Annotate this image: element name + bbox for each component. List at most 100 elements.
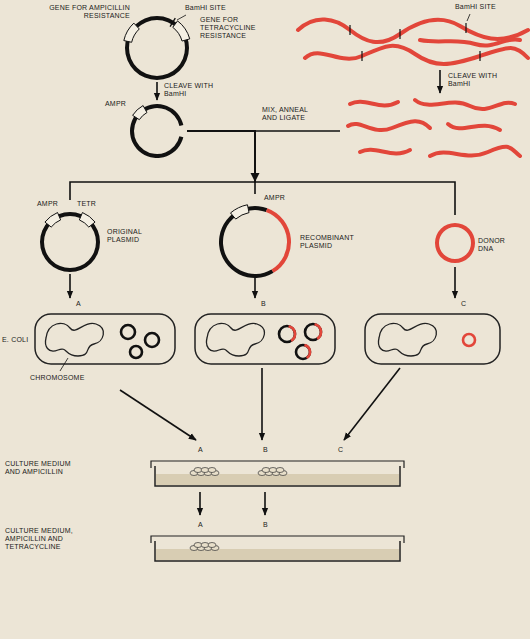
cleaved-plasmid: AMPR	[105, 100, 187, 162]
shape-outline	[195, 298, 335, 368]
dna-ring	[314, 323, 322, 340]
donor-dna-strand	[298, 19, 528, 42]
chromosome	[207, 323, 265, 356]
recombinant-plasmid: AMPRRECOMBINANT PLASMID	[202, 194, 367, 278]
dna-ring	[295, 344, 312, 361]
process-arrow	[187, 131, 455, 215]
process-arrow	[156, 82, 158, 100]
step-label: CLEAVE WITH BamHI	[448, 72, 518, 88]
plasmid-label: ORIGINAL PLASMID	[107, 228, 169, 244]
shape-outline	[105, 100, 187, 162]
bacterial-colony	[276, 468, 284, 473]
process-arrow	[264, 492, 266, 515]
donor-dna-circle: DONOR DNA	[430, 215, 525, 267]
bacterial-cell: B	[195, 298, 335, 368]
shape-outline	[5, 515, 405, 567]
dna-ring	[288, 325, 296, 342]
process-arrow	[187, 131, 255, 194]
chromosome	[379, 323, 437, 356]
petri-dish	[155, 466, 400, 486]
gene-label: GENE FOR TETRACYCLINE RESISTANCE	[200, 16, 275, 40]
colony-letter: A	[198, 446, 203, 454]
bacterial-cell: ACHROMOSOME	[30, 298, 180, 390]
culture-plate: CULTURE MEDIUM, AMPICILLIN AND TETRACYCL…	[5, 515, 405, 567]
bacterial-colony	[208, 468, 216, 473]
cell-wall	[35, 314, 175, 364]
process-arrow	[69, 274, 71, 298]
shape-outline	[40, 4, 275, 82]
part-label: CHROMOSOME	[30, 374, 85, 382]
step-label: CLEAVE WITH BamHI	[164, 82, 224, 98]
donor-dna-strand	[305, 46, 528, 64]
dna-ring	[129, 345, 144, 360]
dna-fragment	[415, 100, 515, 109]
donor-dna-strand	[420, 39, 520, 45]
dna-fragment	[430, 147, 520, 156]
cell-wall	[195, 314, 335, 364]
plasmid: AMPR TETR ORIGINAL PLASMID	[25, 200, 175, 274]
bamhi-site-tick	[465, 23, 466, 33]
process-arrow	[254, 278, 256, 298]
chromosome	[46, 323, 104, 356]
cell-letter: B	[261, 300, 266, 308]
bamhi-site-tick	[349, 25, 350, 35]
dna-ring	[462, 333, 477, 348]
leader-line	[467, 14, 470, 21]
dna-ring	[266, 208, 291, 273]
gene-segment	[173, 21, 190, 41]
dna-ring	[120, 324, 137, 341]
gene-label: GENE FOR AMPICILLIN RESISTANCE	[40, 4, 130, 20]
merge-line	[255, 130, 340, 132]
organism-label: E. COLI	[2, 336, 28, 344]
site-label: BamHI SITE	[185, 4, 226, 12]
step-label: MIX, ANNEAL AND LIGATE	[262, 106, 320, 122]
shape-outline	[365, 298, 500, 368]
colony-letter: B	[263, 521, 268, 529]
gene-segment	[79, 213, 95, 228]
process-arrow	[199, 492, 201, 515]
petri-dish-lid	[151, 461, 404, 468]
culture-plate: CULTURE MEDIUM AND AMPICILLIN A B C	[5, 440, 405, 492]
process-arrow	[120, 390, 196, 440]
gene-segment	[231, 205, 250, 219]
dna-ring	[304, 344, 311, 359]
dna-fragment	[448, 124, 500, 130]
dna-ring	[40, 212, 100, 272]
dna-ring	[144, 332, 161, 349]
leader-line	[177, 15, 186, 20]
dna-ring	[435, 223, 475, 263]
plate-label: CULTURE MEDIUM AND AMPICILLIN	[5, 460, 87, 476]
shape-outline	[430, 215, 525, 267]
process-arrow	[344, 368, 400, 440]
plate-label: CULTURE MEDIUM, AMPICILLIN AND TETRACYCL…	[5, 527, 105, 551]
dna-fragment	[360, 150, 410, 154]
shape-outline	[25, 200, 175, 274]
colony-letter: B	[263, 446, 268, 454]
petri-dish	[155, 541, 400, 561]
site-label: BamHI SITE	[455, 3, 496, 11]
bamhi-site-tick	[361, 51, 362, 61]
process-arrow	[70, 131, 255, 200]
bamhi-site-tick	[170, 18, 175, 27]
colony-letter: A	[198, 521, 203, 529]
plasmid: GENE FOR AMPICILLIN RESISTANCE BamHI SITE…	[40, 4, 277, 82]
dna-fragment	[348, 121, 430, 130]
bamhi-site-tick	[399, 29, 400, 39]
gene-segment	[124, 23, 139, 42]
marker-label: AMPR	[105, 100, 126, 108]
leader-line	[60, 358, 68, 371]
dna-fragment	[350, 102, 398, 106]
dna-ring	[130, 104, 183, 158]
cell-wall	[365, 314, 500, 364]
cell-letter: C	[461, 300, 466, 308]
dna-ring	[278, 325, 297, 344]
marker-label: AMPR	[37, 200, 58, 208]
gene-segment	[133, 106, 147, 120]
colony-letter: C	[338, 446, 343, 454]
petri-dish-lid	[151, 536, 404, 543]
marker-label: TETR	[77, 200, 96, 208]
plasmid-label: DONOR DNA	[478, 237, 522, 253]
